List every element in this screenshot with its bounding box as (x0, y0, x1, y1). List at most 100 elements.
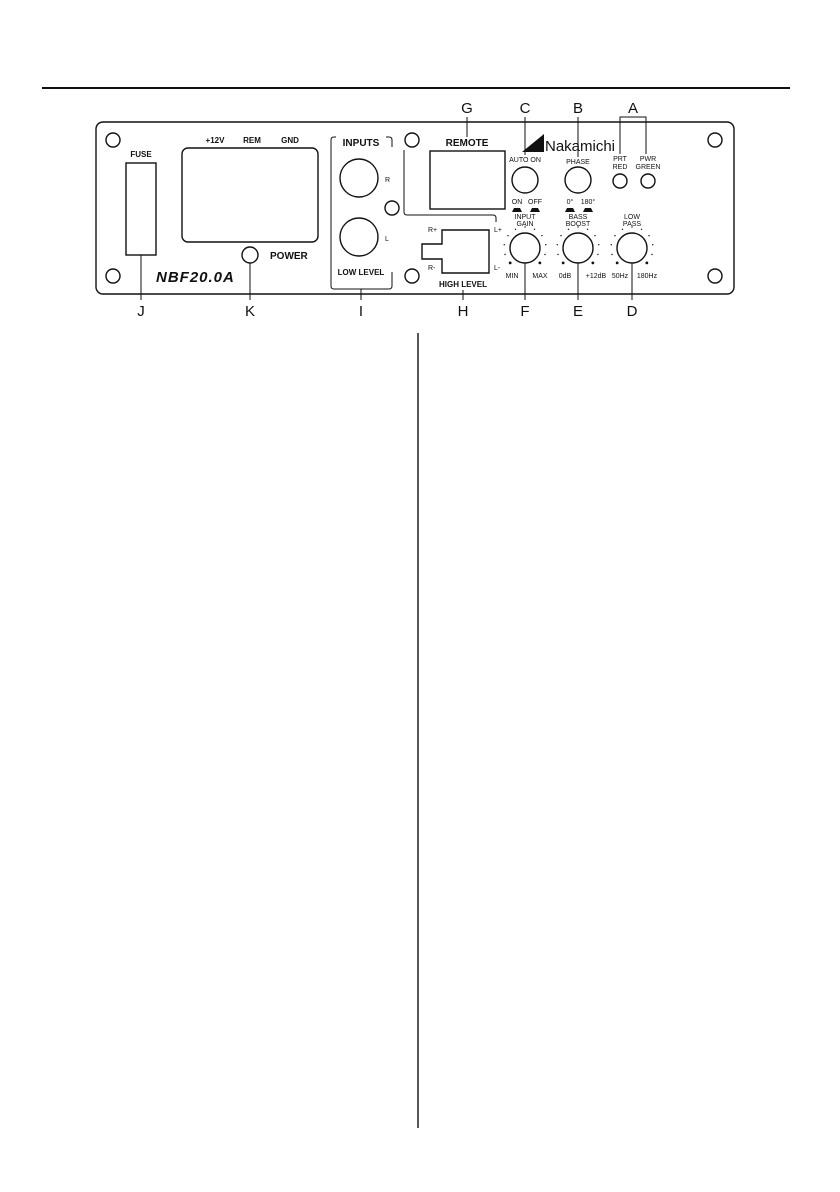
knob-tick-mark (614, 235, 615, 236)
callout-k: K (245, 303, 255, 320)
inputs-screw (385, 201, 399, 215)
high-r-minus: R- (428, 265, 436, 272)
mount-hole-high-left (405, 269, 419, 283)
knob-tick-mark (541, 235, 542, 236)
bass-min-label: 0dB (559, 273, 572, 280)
callout-j: J (137, 303, 145, 320)
knob-tick-mark (622, 229, 623, 230)
fuse-label: FUSE (130, 150, 152, 159)
phase-0-mark (565, 208, 575, 212)
knob-tick-mark (641, 229, 642, 230)
auto-on-title: AUTO ON (509, 157, 541, 164)
gain-max-label: MAX (532, 273, 548, 280)
input-gain-knob[interactable] (510, 233, 540, 263)
knob-tick-mark (651, 254, 652, 255)
remote-title: REMOTE (446, 138, 489, 149)
knob-tick-mark (616, 261, 619, 264)
fuse-holder (126, 163, 156, 255)
auto-on-off-mark (530, 208, 540, 212)
rca-input-right-label: R (385, 177, 390, 184)
mount-hole-bottom-right (708, 269, 722, 283)
knob-tick-mark (509, 261, 512, 264)
knob-tick-mark (577, 226, 578, 227)
knob-tick-mark (557, 254, 558, 255)
bass-title-1: BASS (569, 214, 588, 221)
high-r-plus: R+ (428, 227, 437, 234)
callout-h: H (458, 303, 469, 320)
gain-min-label: MIN (506, 273, 519, 280)
knob-tick-mark (545, 244, 546, 245)
callout-e: E (573, 303, 583, 320)
knob-tick-mark (538, 261, 541, 264)
terminal-label-gnd: GND (281, 136, 299, 145)
brand-name: Nakamichi (545, 138, 615, 155)
low-level-label: LOW LEVEL (338, 268, 385, 277)
knob-tick-mark (507, 235, 508, 236)
knob-tick-mark (631, 226, 632, 227)
phase-switch[interactable] (565, 167, 591, 193)
power-label: POWER (270, 251, 309, 262)
gain-title-1: INPUT (515, 214, 537, 221)
callout-b: B (573, 100, 583, 117)
inputs-title: INPUTS (343, 138, 380, 149)
knob-tick-mark (587, 229, 588, 230)
knob-tick-mark (534, 229, 535, 230)
callout-f: F (520, 303, 529, 320)
high-l-plus: L+ (494, 227, 502, 234)
high-l-minus: L- (494, 265, 501, 272)
auto-on-on-label: ON (512, 199, 523, 206)
pwr-led-label-top: PWR (640, 156, 656, 163)
knob-tick-mark (562, 261, 565, 264)
rca-input-left-label: L (385, 236, 389, 243)
prt-led-label-bottom: RED (613, 164, 628, 171)
remote-bracket (404, 150, 496, 222)
remote-port[interactable] (430, 151, 505, 209)
mount-hole-top-left (106, 133, 120, 147)
terminal-label-rem: REM (243, 136, 261, 145)
knob-tick-mark (598, 244, 599, 245)
callout-a: A (628, 100, 638, 117)
knob-tick-mark (504, 254, 505, 255)
knob-tick-mark (645, 261, 648, 264)
prt-led-label-top: PRT (613, 156, 628, 163)
callout-d: D (627, 303, 638, 320)
callout-c: C (520, 100, 531, 117)
high-level-label: HIGH LEVEL (439, 280, 487, 289)
knob-tick-mark (611, 244, 612, 245)
phase-180-label: 180° (581, 198, 596, 206)
knob-tick-mark (611, 254, 612, 255)
knob-tick-mark (648, 235, 649, 236)
knob-tick-mark (504, 244, 505, 245)
knob-tick-mark (524, 226, 525, 227)
knob-tick-mark (652, 244, 653, 245)
power-terminal-block (182, 148, 318, 242)
knob-tick-mark (557, 244, 558, 245)
knob-tick-mark (560, 235, 561, 236)
mount-hole-remote-left (405, 133, 419, 147)
bass-max-label: +12dB (586, 273, 607, 280)
callout-i: I (359, 303, 363, 320)
model-name: NBF20.0A (156, 269, 235, 286)
auto-on-switch[interactable] (512, 167, 538, 193)
phase-0-label: 0° (567, 198, 574, 206)
knob-tick-mark (568, 229, 569, 230)
pwr-led-label-bottom: GREEN (636, 164, 661, 171)
rca-input-left[interactable] (340, 218, 378, 256)
mount-hole-bottom-left (106, 269, 120, 283)
callout-g: G (461, 100, 473, 117)
rca-input-right[interactable] (340, 159, 378, 197)
phase-180-mark (583, 208, 593, 212)
knob-tick-mark (597, 254, 598, 255)
knob-tick-mark (591, 261, 594, 264)
knob-tick-mark (594, 235, 595, 236)
auto-on-on-mark (512, 208, 522, 212)
power-led (242, 247, 258, 263)
low-pass-knob[interactable] (617, 233, 647, 263)
bass-boost-knob[interactable] (563, 233, 593, 263)
pwr-led (641, 174, 655, 188)
knob-tick-mark (544, 254, 545, 255)
lowpass-max-label: 180Hz (637, 273, 658, 280)
phase-title: PHASE (566, 159, 590, 166)
lowpass-title-1: LOW (624, 214, 640, 221)
